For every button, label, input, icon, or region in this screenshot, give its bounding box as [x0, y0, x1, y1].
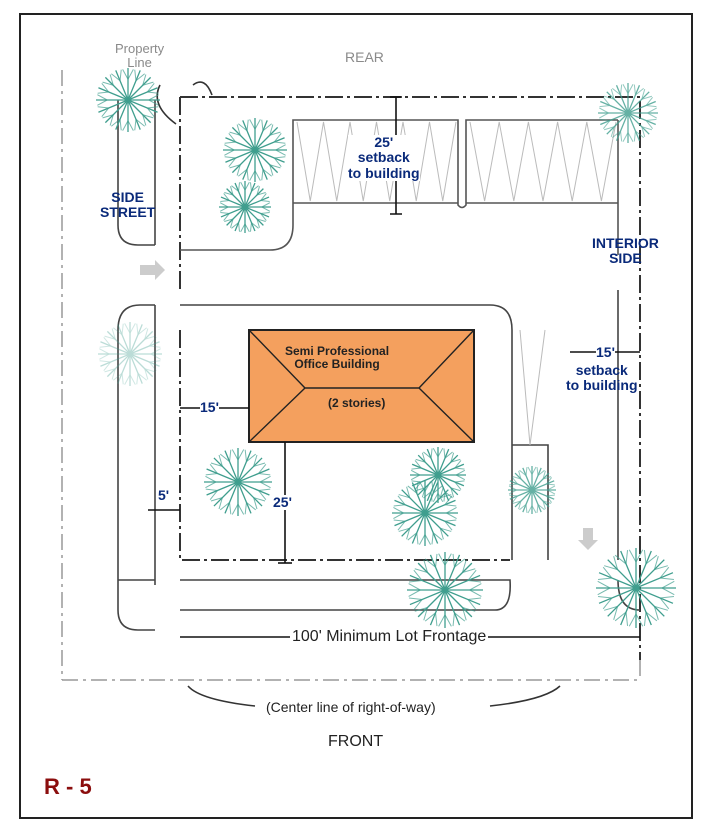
- lot-frontage-label: 100' Minimum Lot Frontage: [290, 628, 489, 646]
- traffic-arrows: [140, 260, 598, 550]
- office-building: [248, 329, 475, 443]
- tree-icon: [407, 552, 483, 628]
- interior-setback-text: setback to building: [566, 362, 638, 394]
- property-line-label: Property Line: [115, 41, 165, 71]
- tree-icon: [596, 548, 676, 628]
- interior-setback-value: 15': [596, 344, 615, 361]
- tree-icon: [204, 448, 272, 516]
- front-label: FRONT: [328, 733, 384, 750]
- zone-label: R - 5: [44, 774, 92, 799]
- driveway: [118, 290, 641, 611]
- trees: [96, 68, 676, 628]
- landscape-strip-label: 5': [158, 487, 170, 503]
- parking-stripe: [469, 121, 617, 202]
- parking-stripes-rear: [296, 121, 617, 202]
- building-stories: (2 stories): [328, 396, 386, 410]
- rear-parking: [180, 119, 619, 255]
- tree-icon: [508, 466, 556, 514]
- tree-icon: [219, 181, 271, 233]
- leader-arrows: [156, 81, 561, 707]
- tree-icon: [598, 83, 658, 143]
- dimension-lines: [148, 96, 640, 638]
- front-setback-label: 25': [273, 494, 292, 511]
- tree-icon: [410, 447, 466, 503]
- tree-icon: [98, 322, 162, 386]
- center-line-label: (Center line of right-of-way): [266, 699, 436, 715]
- property-line: [179, 96, 641, 660]
- tree-icon: [223, 118, 287, 182]
- tree-icon: [392, 480, 458, 546]
- tree-icon: [96, 68, 160, 132]
- rear-label: REAR: [345, 49, 384, 65]
- side-street-setback-label: 15': [200, 399, 219, 416]
- side-street: [117, 100, 156, 631]
- parking-stripe: [296, 121, 457, 202]
- center-line-right-of-way: [61, 70, 641, 681]
- side-street-label: SIDE STREET: [100, 189, 156, 221]
- building-name: Semi Professional Office Building: [285, 344, 390, 372]
- parking-stripes-side: [519, 329, 546, 446]
- interior-side-label: INTERIOR SIDE: [592, 235, 659, 267]
- rear-setback-label: 25' setback to building: [348, 134, 420, 182]
